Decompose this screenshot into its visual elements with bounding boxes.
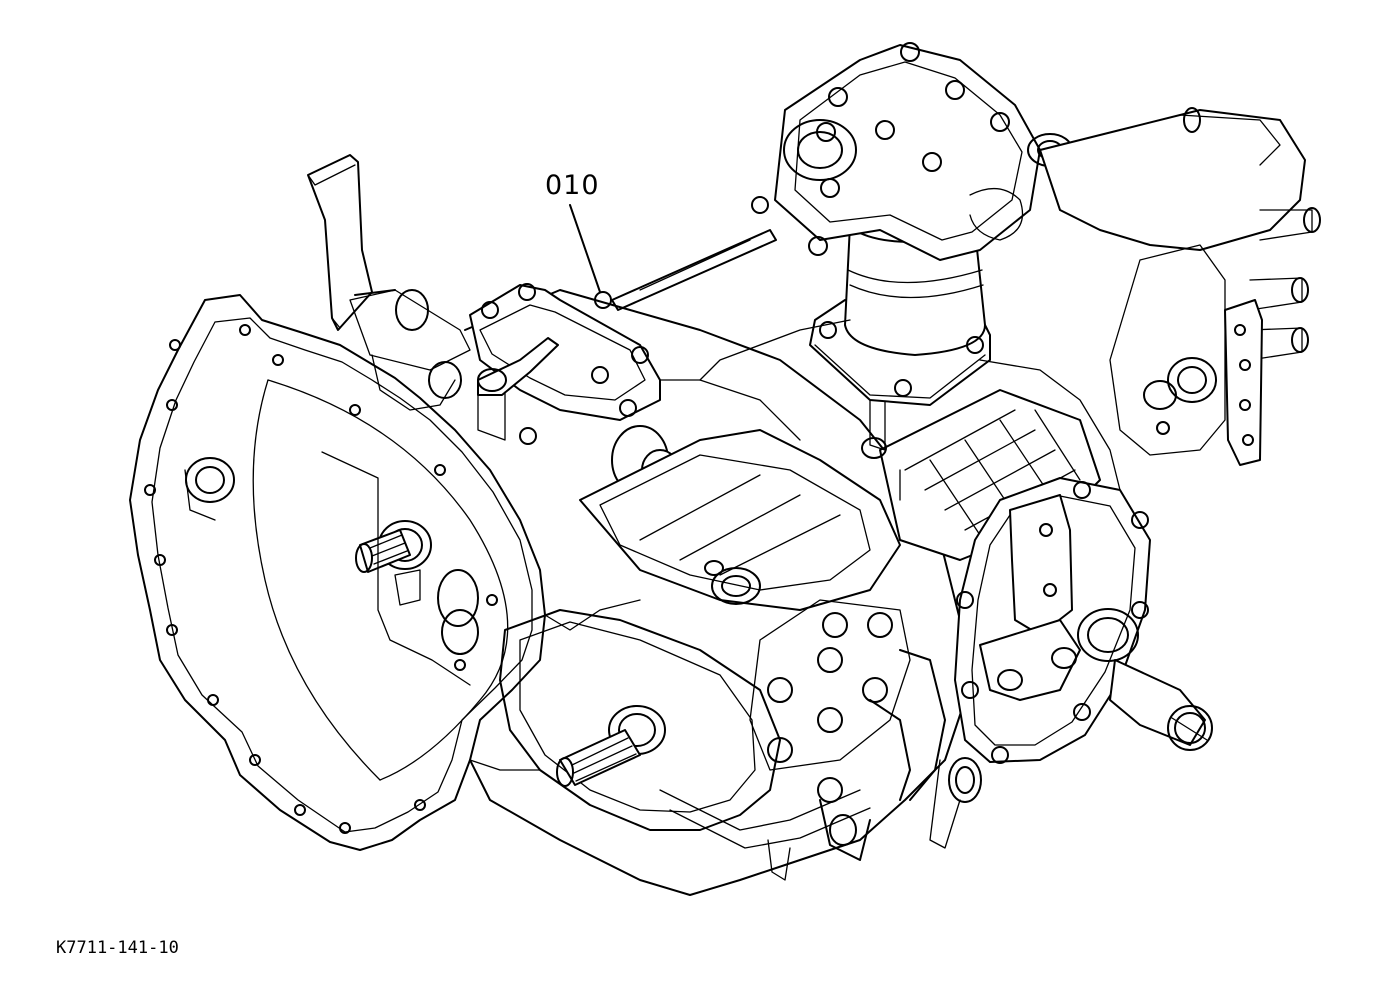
control-valve-block: [751, 42, 1073, 261]
main-case-body: [464, 289, 966, 896]
control-lever-plate: [307, 154, 471, 411]
case-outline-details: [437, 319, 1121, 849]
rear-cover: [954, 477, 1213, 764]
right-valve-fittings: [1039, 107, 1321, 466]
clutch-housing-flange: [129, 294, 546, 851]
callout-010[interactable]: 010: [545, 170, 600, 201]
callout-leader-line: [569, 204, 601, 293]
input-shaft: [355, 520, 432, 573]
linkage-rod: [611, 229, 777, 311]
drawing-code: K7711-141-10: [56, 938, 179, 958]
housing-pocket: [394, 569, 421, 606]
housing-rib: [321, 451, 471, 686]
